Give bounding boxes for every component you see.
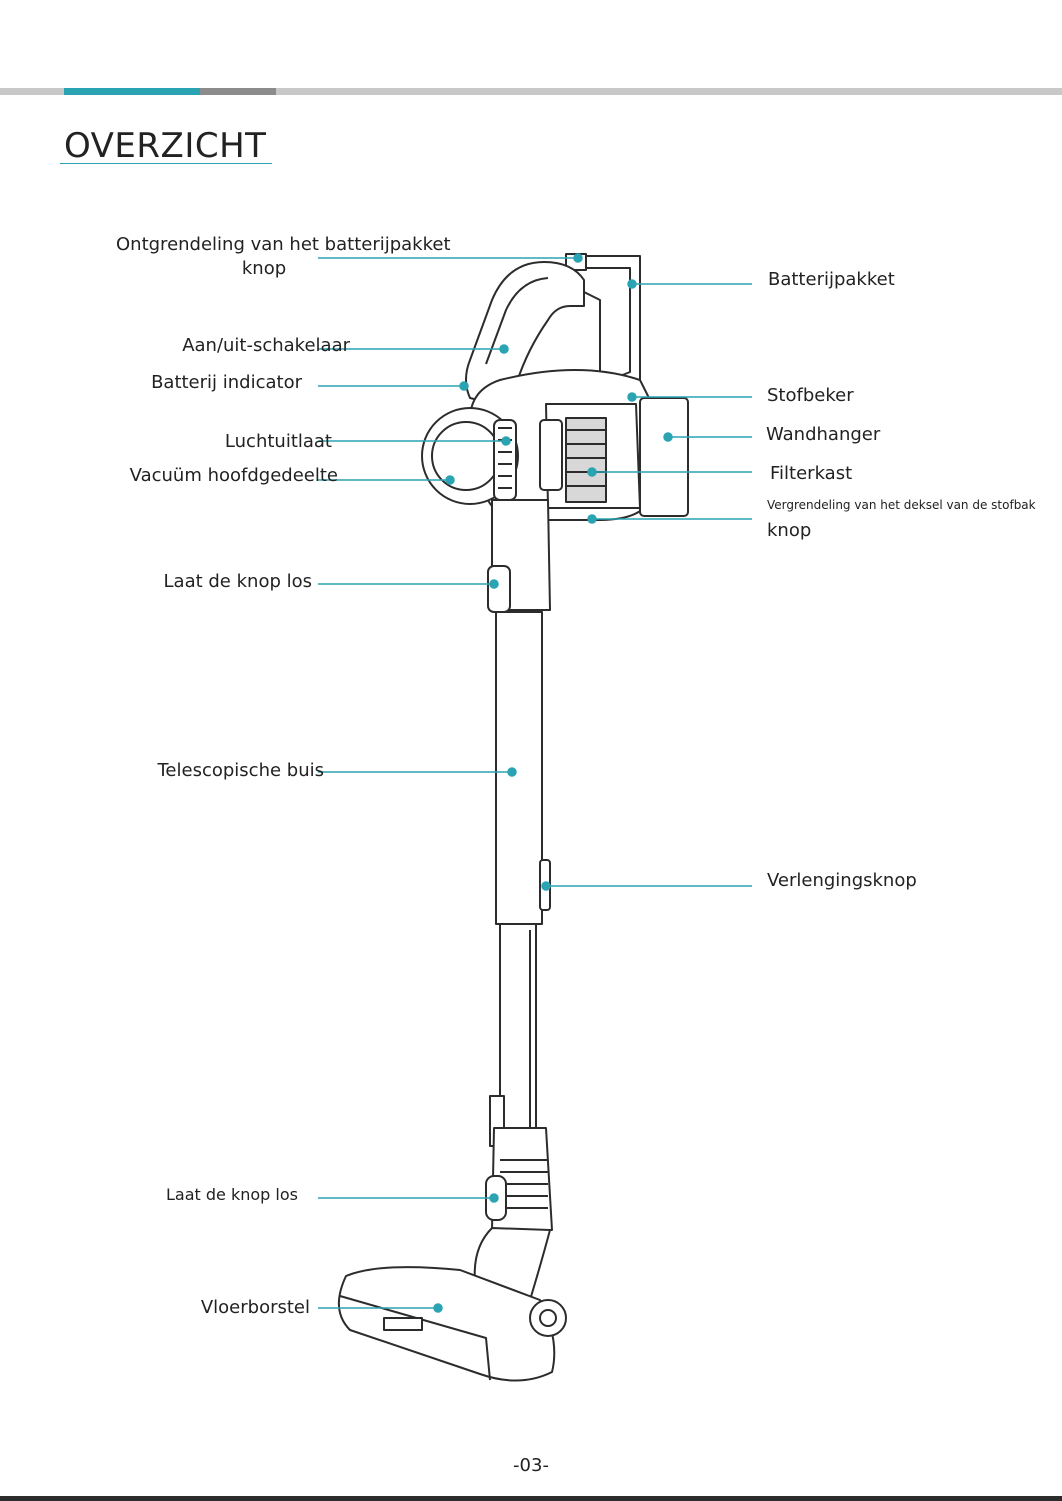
label-power-switch: Aan/uit-schakelaar bbox=[182, 335, 350, 356]
title-underline bbox=[60, 163, 272, 164]
callout-lines bbox=[318, 253, 752, 1313]
label-dust-lid-lock-line2: knop bbox=[767, 520, 812, 541]
label-battery-release-line1: Ontgrendeling van het batterijpakket bbox=[116, 234, 451, 255]
label-filter-box: Filterkast bbox=[770, 463, 853, 484]
label-battery-release: Ontgrendeling van het batterijpakket kno… bbox=[116, 233, 451, 281]
label-air-outlet: Luchtuitlaat bbox=[224, 431, 332, 452]
label-dust-lid-lock-line1: Vergrendeling van het deksel van de stof… bbox=[767, 498, 1036, 512]
label-extension-button: Verlengingsknop bbox=[767, 870, 917, 891]
label-wall-hanger: Wandhanger bbox=[766, 424, 881, 445]
label-battery-indicator: Batterij indicator bbox=[151, 372, 302, 393]
page-title: OVERZICHT bbox=[64, 126, 267, 166]
vacuum-illustration bbox=[338, 253, 689, 1382]
top-bar bbox=[0, 88, 1062, 95]
label-release-button-bottom: Laat de knop los bbox=[166, 1185, 298, 1204]
top-bar-accent-gray bbox=[200, 88, 276, 95]
label-battery-release-line2: knop bbox=[241, 258, 287, 279]
label-floor-brush: Vloerborstel bbox=[200, 1297, 310, 1318]
label-main-body: Vacuüm hoofdgedeelte bbox=[129, 465, 338, 486]
label-battery-pack: Batterijpakket bbox=[768, 269, 895, 290]
label-telescopic-tube: Telescopische buis bbox=[157, 760, 325, 781]
label-dust-cup: Stofbeker bbox=[767, 385, 854, 406]
page-number: -03- bbox=[513, 1455, 549, 1476]
bottom-rule bbox=[0, 1496, 1062, 1501]
top-bar-accent bbox=[64, 88, 200, 95]
label-release-button-top: Laat de knop los bbox=[163, 571, 312, 592]
